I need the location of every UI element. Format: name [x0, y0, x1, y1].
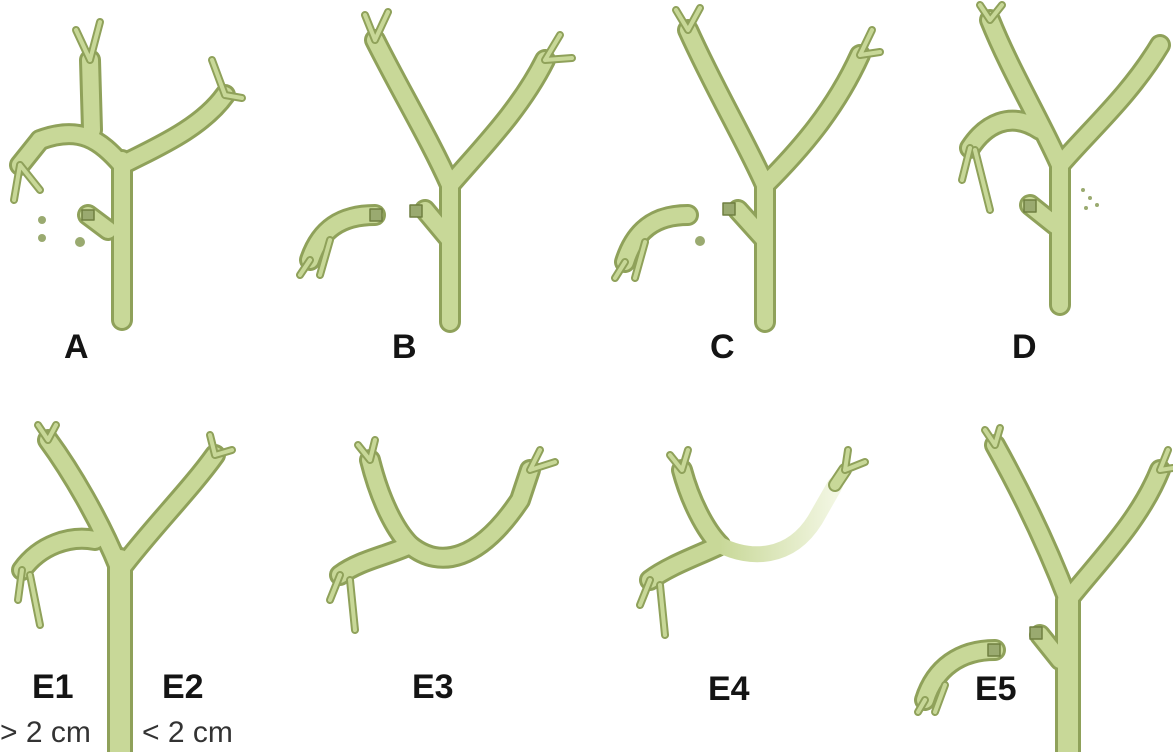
label-e4: E4 — [708, 672, 750, 706]
measure-e2: < 2 cm — [142, 718, 233, 748]
panel-a — [14, 22, 242, 320]
panel-d — [962, 5, 1160, 305]
label-c: C — [710, 330, 735, 364]
label-a: A — [64, 330, 89, 364]
measure-e1: > 2 cm — [0, 718, 91, 748]
panel-e5 — [918, 428, 1173, 752]
panel-e4 — [640, 450, 865, 635]
label-e1: E1 — [32, 670, 74, 704]
label-b: B — [392, 330, 417, 364]
label-d: D — [1012, 330, 1037, 364]
panel-b — [300, 12, 572, 322]
panel-e3 — [330, 440, 555, 630]
panel-c — [615, 8, 880, 322]
label-e2: E2 — [162, 670, 204, 704]
label-e3: E3 — [412, 670, 454, 704]
label-e5: E5 — [975, 672, 1017, 706]
